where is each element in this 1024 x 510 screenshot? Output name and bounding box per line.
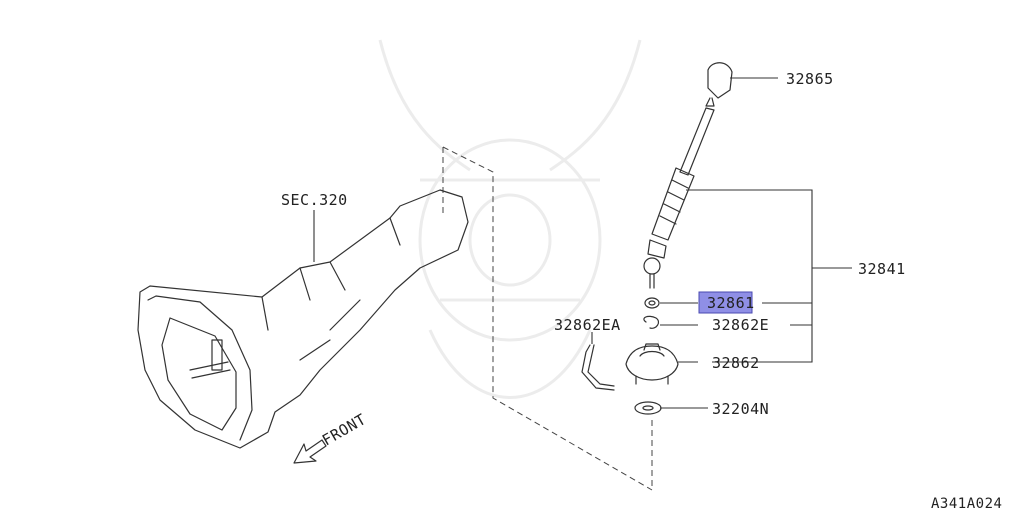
- label-32861[interactable]: 32861: [707, 294, 755, 312]
- watermark-emblem: [378, 39, 642, 399]
- dashed-outline: [442, 146, 653, 491]
- label-32841[interactable]: 32841: [858, 260, 906, 278]
- diagram-reference-code: A341A024: [931, 496, 1002, 510]
- label-32862[interactable]: 32862: [712, 354, 760, 372]
- label-front: FRONT: [319, 410, 369, 449]
- front-arrow-icon: [293, 439, 327, 464]
- label-sec-320[interactable]: SEC.320: [281, 191, 348, 209]
- label-32862EA[interactable]: 32862EA: [554, 316, 621, 334]
- front-indicator: FRONT: [293, 410, 369, 464]
- part-highlight[interactable]: [698, 291, 753, 314]
- label-32204N[interactable]: 32204N: [712, 400, 769, 418]
- label-32862E[interactable]: 32862E: [712, 316, 769, 334]
- shift-knob: [707, 62, 733, 99]
- transmission-housing: [137, 189, 469, 449]
- shift-lever-assembly: [581, 62, 733, 415]
- label-32865[interactable]: 32865: [786, 70, 834, 88]
- leader-lines: [313, 77, 852, 409]
- shift-boot: [625, 345, 679, 381]
